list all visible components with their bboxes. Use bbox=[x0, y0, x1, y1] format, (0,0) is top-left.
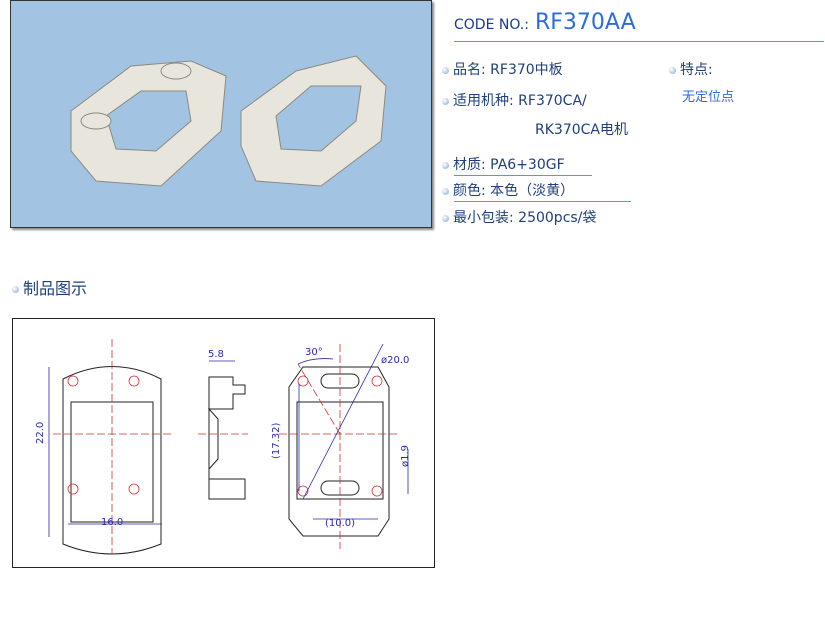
bullet-icon bbox=[442, 97, 449, 105]
dim-hole-spacing: (17.32) bbox=[271, 422, 282, 459]
dim-hole-diameter: ø1.9 bbox=[400, 445, 411, 467]
dim-height: 22.0 bbox=[35, 422, 46, 444]
label: 品名: bbox=[453, 62, 486, 78]
spec-models-line2: RK370CA电机 bbox=[535, 122, 628, 138]
section-title: 制品图示 bbox=[12, 275, 87, 299]
dim-angle: 30° bbox=[305, 347, 323, 358]
label: 材质: bbox=[453, 157, 486, 173]
bullet-icon bbox=[12, 286, 19, 293]
drawing-svg: 22.0 16.0 5.8 30° ø20.0 (17.32) ø1.9 (10… bbox=[35, 339, 411, 555]
dim-hole-width: (10.0) bbox=[325, 518, 355, 529]
product-photo bbox=[10, 0, 432, 228]
section-title-text: 制品图示 bbox=[23, 279, 88, 298]
value: RF370CA/ bbox=[518, 93, 587, 109]
rear-view-outline bbox=[288, 366, 390, 537]
value: PA6+30GF bbox=[490, 157, 565, 173]
bullet-icon bbox=[442, 214, 449, 222]
label: 颜色: bbox=[453, 183, 486, 199]
value: 本色（淡黄） bbox=[490, 183, 575, 199]
dim-width: 16.0 bbox=[101, 517, 123, 528]
bullet-icon bbox=[442, 187, 449, 195]
code-label: CODE NO.: bbox=[454, 17, 529, 33]
label: 适用机种: bbox=[453, 93, 514, 109]
dim-diameter: ø20.0 bbox=[381, 355, 409, 366]
bullet-icon bbox=[442, 161, 449, 169]
spec-material: 材质: PA6+30GF bbox=[442, 154, 565, 174]
bullet-icon bbox=[442, 66, 449, 74]
dim-thickness: 5.8 bbox=[208, 349, 224, 360]
divider bbox=[454, 41, 824, 42]
technical-drawing: 22.0 16.0 5.8 30° ø20.0 (17.32) ø1.9 (10… bbox=[12, 318, 435, 568]
divider bbox=[454, 175, 592, 176]
label: 特点: bbox=[680, 62, 713, 78]
spec-packing: 最小包装: 2500pcs/袋 bbox=[442, 207, 596, 227]
product-3d-render bbox=[70, 55, 387, 187]
spec-models: 适用机种: RF370CA/ bbox=[442, 90, 587, 110]
bullet-icon bbox=[669, 66, 676, 74]
value: 2500pcs/袋 bbox=[518, 210, 597, 226]
spec-name: 品名: RF370中板 bbox=[442, 59, 563, 79]
value: RF370中板 bbox=[490, 62, 563, 78]
features-label: 特点: bbox=[669, 59, 713, 79]
label: 最小包装: bbox=[453, 210, 514, 226]
divider bbox=[454, 201, 631, 202]
code-value: RF370AA bbox=[534, 10, 636, 35]
front-view-outline bbox=[62, 366, 162, 555]
product-code: CODE NO.: RF370AA bbox=[454, 10, 636, 35]
spec-color: 颜色: 本色（淡黄） bbox=[442, 180, 574, 200]
features-value: 无定位点 bbox=[682, 90, 735, 105]
side-view-outline bbox=[207, 376, 246, 500]
